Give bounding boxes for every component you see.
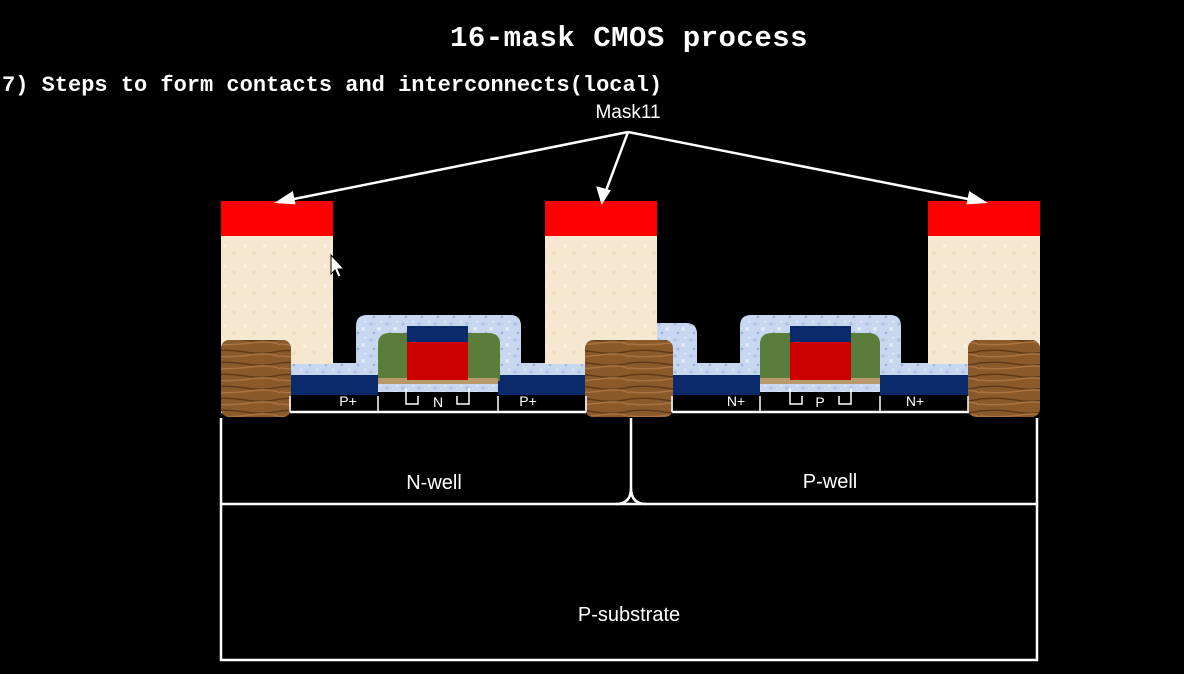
nmos-gate-oxide <box>760 378 880 384</box>
field-oxide-center <box>585 340 673 417</box>
n-well-label: N-well <box>406 472 462 494</box>
pmos-poly-gate <box>407 340 468 380</box>
arrow-to-right-resist <box>627 130 979 203</box>
p-well-label: P-well <box>803 471 857 493</box>
n-plus-right-diffusion <box>880 375 970 395</box>
p-plus-right-label: P+ <box>519 393 537 409</box>
field-oxide-regions <box>221 340 1040 417</box>
arrow-to-left-resist <box>283 130 629 203</box>
nmos-gate-cap <box>790 326 851 342</box>
p-substrate-label: P-substrate <box>578 604 680 626</box>
n-plus-left-diffusion <box>672 375 760 395</box>
photoresist-left <box>221 201 333 236</box>
channel-outlines <box>289 388 969 413</box>
p-plus-left-label: P+ <box>339 393 357 409</box>
n-plus-right-label: N+ <box>906 393 924 409</box>
mask11-label: Mask11 <box>595 102 660 123</box>
pmos-gate-stack <box>378 326 500 384</box>
nmos-gate-stack <box>760 326 880 384</box>
field-oxide-right <box>968 340 1040 417</box>
mask11-photoresist <box>221 201 1040 236</box>
slide-title: 16-mask CMOS process <box>449 22 809 55</box>
p-substrate-outline <box>219 418 1039 662</box>
photoresist-right <box>928 201 1040 236</box>
mouse-cursor-icon <box>330 253 346 278</box>
arrow-to-center-resist <box>602 131 630 197</box>
p-plus-right-diffusion <box>498 375 586 395</box>
slide-subtitle: 7) Steps to form contacts and interconne… <box>2 73 663 98</box>
well-divider <box>615 418 647 506</box>
nmos-poly-gate <box>790 340 851 380</box>
photoresist-center <box>545 201 657 236</box>
mask11-arrows <box>274 130 988 206</box>
diffusion-regions <box>290 375 970 395</box>
pmos-gate-oxide <box>378 378 498 384</box>
p-plus-left-diffusion <box>290 375 378 395</box>
field-oxide-left <box>221 340 291 417</box>
pmos-gate-cap <box>407 326 468 342</box>
n-plus-left-label: N+ <box>727 393 745 409</box>
n-channel-label: N <box>433 394 443 410</box>
p-channel-label: P <box>815 394 824 410</box>
